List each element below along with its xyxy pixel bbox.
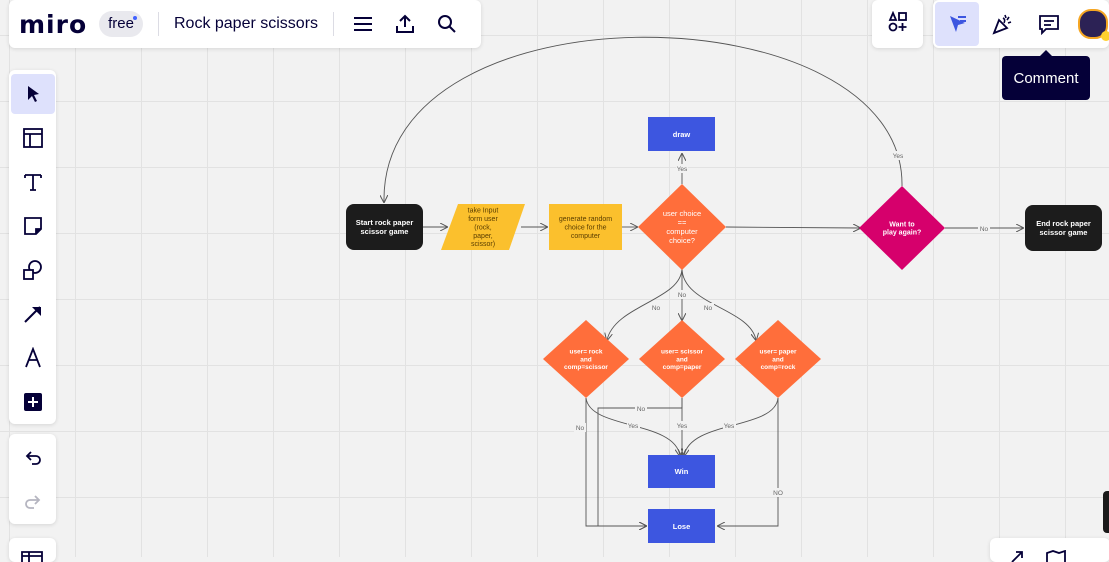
input-node[interactable] [441, 204, 525, 250]
label-yes-paper-win: Yes [724, 423, 735, 430]
label-no-rock: No [652, 305, 661, 312]
collaboration-panel [933, 0, 1109, 48]
plan-badge-dot [132, 16, 137, 20]
label-no-paper: No [704, 305, 713, 312]
apps-icon[interactable] [887, 10, 909, 38]
top-toolbar: miro free Rock paper scissors [9, 0, 481, 48]
text-icon[interactable] [11, 162, 55, 202]
label-yes-scissor-win: Yes [677, 423, 688, 430]
shapes-icon[interactable] [11, 250, 55, 290]
divider [157, 12, 159, 36]
frame-template-icon[interactable] [11, 118, 55, 158]
win-label: Win [675, 467, 689, 476]
left-toolbar [9, 70, 56, 424]
export-upload-icon[interactable] [387, 6, 423, 42]
plan-badge-label: free [108, 15, 134, 32]
map-icon[interactable] [1046, 550, 1066, 562]
connector-rock-to-lose[interactable] [585, 398, 646, 526]
history-toolbar [9, 434, 56, 524]
lightning-icon [1101, 31, 1109, 41]
label-yes-rock-win: Yes [628, 423, 639, 430]
connector-paper-to-lose[interactable] [718, 398, 779, 526]
search-icon[interactable] [429, 6, 465, 42]
start-node[interactable] [346, 204, 423, 250]
fit-icon[interactable] [1010, 550, 1026, 562]
celebrate-icon[interactable] [981, 2, 1025, 46]
lose-label: Lose [673, 522, 691, 531]
draw-node[interactable] [648, 117, 715, 151]
layout-icon [21, 551, 43, 562]
menu-icon[interactable] [345, 6, 381, 42]
tooltip-comment: Comment [1002, 50, 1090, 100]
apps-panel [872, 0, 923, 48]
divider [333, 12, 335, 36]
select-arrow-icon[interactable] [10, 74, 55, 114]
connector-play-again-to-start[interactable] [384, 36, 903, 202]
label-yes-draw: Yes [677, 166, 688, 173]
label-no-paper-lose: NO [773, 490, 783, 497]
interactive-pointer-icon[interactable] [935, 2, 979, 46]
case-paper-node[interactable] [735, 320, 821, 398]
pen-icon[interactable] [11, 338, 55, 378]
label-no-scissor-lose: No [637, 406, 646, 413]
draw-label: draw [673, 130, 691, 139]
label-yes-loop: Yes [893, 153, 904, 160]
play-again-node[interactable] [859, 186, 945, 270]
comment-icon[interactable] [1027, 2, 1071, 46]
case-rock-node[interactable] [543, 320, 629, 398]
label-no-end: No [980, 226, 989, 233]
label-no-scissor: No [678, 292, 687, 299]
redo-icon[interactable] [11, 482, 55, 522]
end-node[interactable] [1025, 205, 1102, 251]
connector-decision-to-paper[interactable] [681, 267, 756, 340]
win-node[interactable] [648, 455, 715, 488]
connector-decision-to-rock[interactable] [607, 267, 683, 340]
connector-decision-to-play-again[interactable] [725, 227, 860, 228]
plan-badge[interactable]: free [99, 11, 143, 37]
connector-arrow-icon[interactable] [11, 294, 55, 334]
label-no-rock-lose: No [576, 425, 585, 432]
generate-node[interactable] [549, 204, 622, 250]
decision-node[interactable] [638, 184, 726, 270]
bottom-right-toolbar [990, 538, 1109, 562]
board-panel-toggle[interactable] [9, 538, 56, 562]
add-more-icon[interactable] [11, 382, 55, 422]
board-title[interactable]: Rock paper scissors [173, 15, 319, 32]
lose-node[interactable] [648, 509, 715, 543]
case-scissor-node[interactable] [639, 320, 725, 398]
side-panel-tab[interactable] [1103, 491, 1109, 533]
miro-logo[interactable]: miro [19, 9, 88, 39]
undo-icon[interactable] [11, 438, 55, 478]
avatar[interactable] [1078, 9, 1109, 41]
sticky-note-icon[interactable] [11, 206, 55, 246]
